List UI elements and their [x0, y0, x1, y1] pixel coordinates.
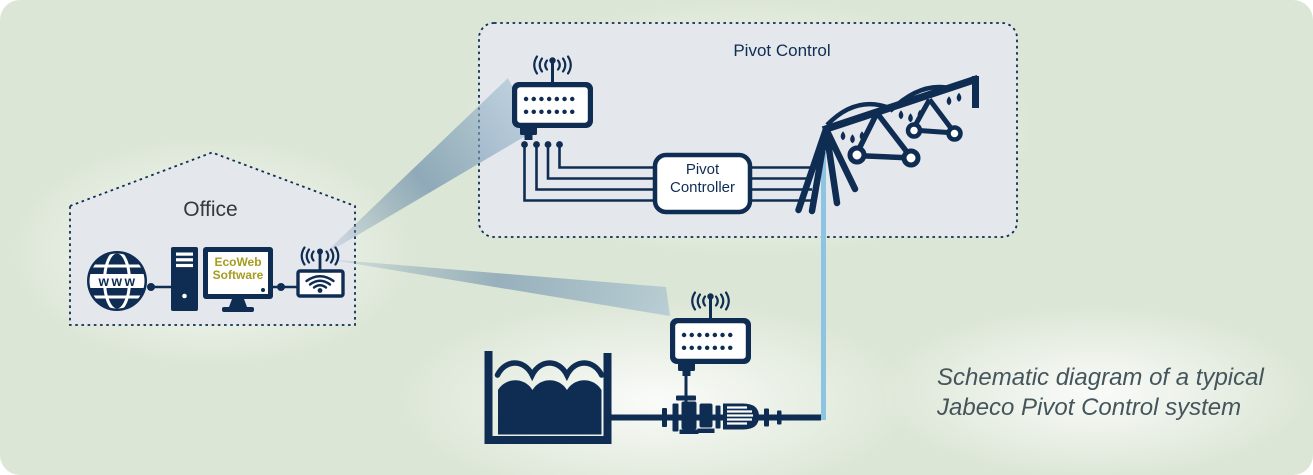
- office-label: Office: [183, 198, 238, 221]
- ecoweb-line1: EcoWeb: [214, 255, 262, 269]
- pump-radio-icon: [670, 293, 751, 377]
- pivot-controller-box: [652, 152, 753, 215]
- globe-icon: www: [87, 251, 147, 311]
- pivot-controller-label: Pivot Controller: [655, 161, 750, 196]
- wifi-router-icon: [296, 246, 345, 298]
- ecoweb-software-label: EcoWeb Software: [208, 256, 268, 282]
- wifi-icon: [305, 275, 335, 293]
- pivot-machine-icon: [795, 74, 980, 215]
- pivot-control-label: Pivot Control: [733, 41, 831, 60]
- water-tank-icon: [484, 351, 612, 444]
- www-label: www: [97, 274, 137, 289]
- pump-valve-tee: [676, 395, 696, 401]
- pivot-control-panel: [478, 22, 1018, 238]
- signal-wires: [521, 141, 812, 202]
- computer-tower-icon: [171, 247, 198, 311]
- monitor-icon: [203, 247, 273, 312]
- ecoweb-line2: Software: [212, 268, 264, 282]
- caption-line2: Jabeco Pivot Control system: [937, 394, 1242, 421]
- caption: Schematic diagram of a typical Jabeco Pi…: [937, 363, 1264, 423]
- caption-line1: Schematic diagram of a typical: [937, 364, 1264, 391]
- pivot-controller-line1: Pivot: [685, 161, 720, 178]
- wireless-beam-to-pump-radio: [326, 259, 670, 316]
- pump-icon: [662, 401, 782, 434]
- wireless-beam-to-pivot-radio: [322, 78, 534, 256]
- pivot-controller-line2: Controller: [669, 178, 736, 196]
